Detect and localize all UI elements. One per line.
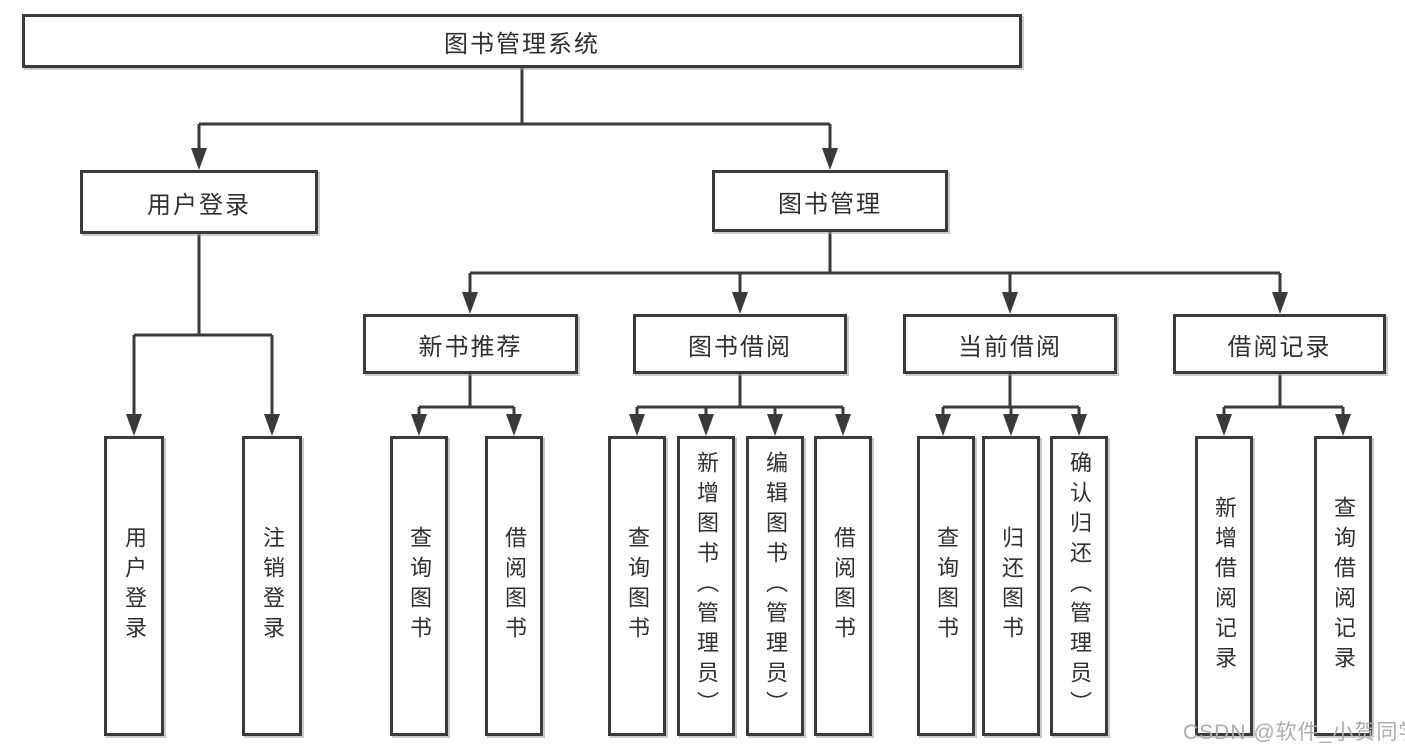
- leaf-edit-book-admin: 编辑图书（管理员）: [746, 436, 804, 736]
- leaf-query-books-recommend: 查询图书: [390, 436, 448, 736]
- leaf-add-book-admin: 新增图书（管理员）: [677, 436, 735, 736]
- node-current-borrowing: 当前借阅: [903, 314, 1117, 374]
- leaf-add-book-admin-label: 新增图书（管理员）: [694, 451, 719, 721]
- node-user-login: 用户登录: [80, 170, 318, 234]
- leaf-logout-label: 注销登录: [260, 526, 285, 646]
- node-library-management-system: 图书管理系统: [22, 14, 1022, 68]
- node-book-management: 图书管理: [712, 170, 948, 232]
- leaf-query-books-borrowing-label: 查询图书: [625, 526, 650, 646]
- leaf-confirm-return-admin-label: 确认归还（管理员）: [1067, 451, 1092, 721]
- leaf-return-books-label: 归还图书: [999, 526, 1024, 646]
- leaf-query-books-current-label: 查询图书: [934, 526, 959, 646]
- leaf-user-login-label: 用户登录: [122, 526, 147, 646]
- leaf-query-books-recommend-label: 查询图书: [407, 526, 432, 646]
- csdn-watermark: CSDN @软件_小贺同学: [1183, 721, 1405, 744]
- node-borrowing-records: 借阅记录: [1173, 314, 1386, 374]
- leaf-query-books-borrowing: 查询图书: [608, 436, 666, 736]
- leaf-user-login: 用户登录: [104, 436, 164, 736]
- leaf-borrow-books-recommend-label: 借阅图书: [502, 526, 527, 646]
- leaf-add-borrow-record-label: 新增借阅记录: [1212, 496, 1237, 676]
- node-new-book-recommendation: 新书推荐: [363, 314, 578, 374]
- leaf-borrow-books-recommend: 借阅图书: [485, 436, 543, 736]
- leaf-borrow-books-borrowing-label: 借阅图书: [831, 526, 856, 646]
- leaf-query-books-current: 查询图书: [917, 436, 975, 736]
- leaf-add-borrow-record: 新增借阅记录: [1195, 436, 1253, 736]
- leaf-confirm-return-admin: 确认归还（管理员）: [1050, 436, 1108, 736]
- leaf-edit-book-admin-label: 编辑图书（管理员）: [763, 451, 788, 721]
- leaf-return-books: 归还图书: [982, 436, 1040, 736]
- node-book-borrowing: 图书借阅: [633, 314, 847, 374]
- leaf-logout: 注销登录: [242, 436, 302, 736]
- leaf-query-borrow-record: 查询借阅记录: [1314, 436, 1372, 736]
- leaf-query-borrow-record-label: 查询借阅记录: [1331, 496, 1356, 676]
- leaf-borrow-books-borrowing: 借阅图书: [814, 436, 872, 736]
- arrowheads: [126, 148, 1351, 436]
